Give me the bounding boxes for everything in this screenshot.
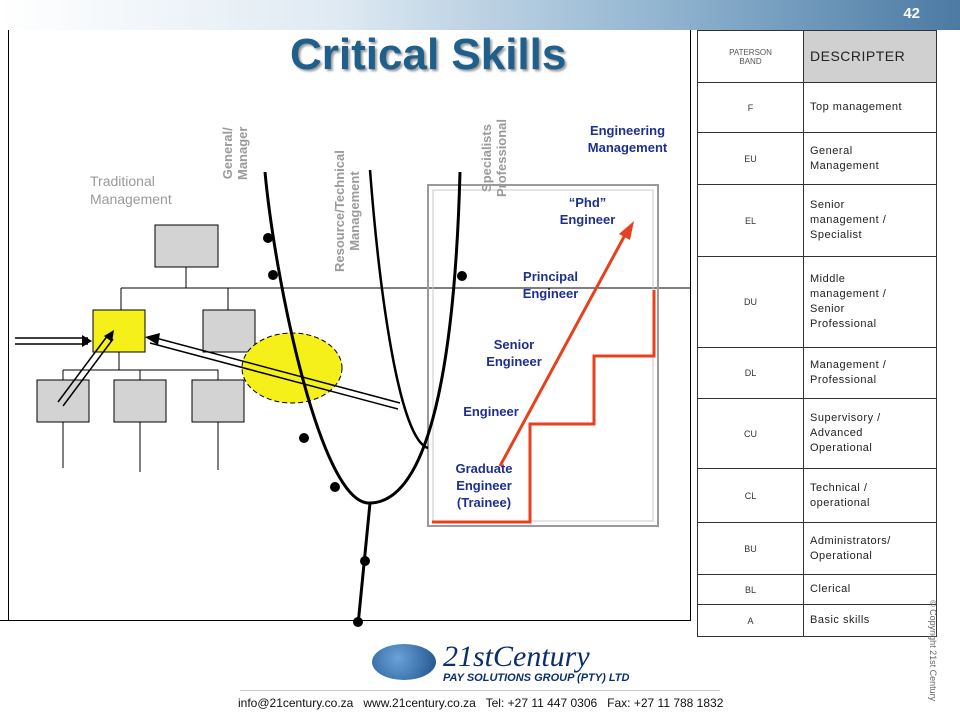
specialist-box — [427, 184, 659, 527]
step-phd-engineer: “Phd” Engineer — [559, 195, 616, 227]
top-banner — [0, 0, 960, 30]
org-box-bottom-1 — [36, 379, 90, 423]
globe-logo-icon — [372, 644, 436, 680]
table-row: EU General Management — [697, 132, 937, 185]
contact-details: info@21century.co.za www.21century.co.za… — [238, 696, 724, 710]
org-box-bottom-3 — [191, 379, 245, 423]
descripter-cell: Basic skills — [803, 604, 937, 637]
step-principal-engineer: Principal Engineer — [522, 269, 579, 301]
descripter-cell: Clerical — [803, 574, 937, 605]
band-cell: BL — [697, 574, 804, 605]
highlight-ellipse — [241, 332, 343, 404]
table-row: DL Management / Professional — [697, 347, 937, 399]
table-header-row: PATERSON BAND DESCRIPTER — [697, 30, 937, 83]
descripter-cell: Middle management / Senior Professional — [803, 256, 937, 348]
step-engineer: Engineer — [463, 404, 519, 419]
band-cell: A — [697, 604, 804, 637]
dual-career-curve — [263, 171, 462, 505]
footer-divider — [240, 690, 720, 691]
table-row: BL Clerical — [697, 574, 937, 605]
band-cell: CL — [697, 468, 804, 523]
slide-number: 42 — [903, 5, 920, 22]
company-logo-text: 21stCentury — [443, 640, 590, 673]
left-border — [0, 30, 9, 620]
diagram-frame — [0, 30, 691, 621]
org-box-mid — [202, 309, 256, 353]
descripter-cell: Administrators/ Operational — [803, 522, 937, 575]
page-title: Critical Skills — [290, 30, 567, 79]
technical-curve — [368, 169, 429, 450]
table-row: BU Administrators/ Operational — [697, 522, 937, 575]
band-cell: DL — [697, 347, 804, 399]
band-cell: CU — [697, 398, 804, 469]
copyright-note: © Copyright 21st Century — [928, 600, 938, 702]
table-row: CU Supervisory / Advanced Operational — [697, 398, 937, 469]
company-logo-subtitle: PAY SOLUTIONS GROUP (PTY) LTD — [443, 672, 630, 684]
band-cell: EU — [697, 132, 804, 185]
table-row: A Basic skills — [697, 604, 937, 637]
step-line — [432, 290, 656, 524]
general-manager-axis-label: General/ Manager — [220, 126, 250, 180]
progression-arrow — [498, 234, 627, 467]
career-path-diagram — [15, 169, 690, 627]
band-cell: F — [697, 82, 804, 133]
descripter-cell: Supervisory / Advanced Operational — [803, 398, 937, 469]
step-graduate-engineer: Graduate Engineer (Trainee) — [455, 461, 513, 510]
table-row: F Top management — [697, 82, 937, 133]
descripter-cell: Senior management / Specialist — [803, 184, 937, 257]
table-header-descripter: DESCRIPTER — [803, 30, 937, 83]
step-senior-engineer: Senior Engineer — [486, 337, 542, 369]
descripter-cell: General Management — [803, 132, 937, 185]
org-box-top — [154, 224, 219, 268]
band-cell: EL — [697, 184, 804, 257]
descripter-cell: Technical / operational — [803, 468, 937, 523]
table-row: EL Senior management / Specialist — [697, 184, 937, 257]
traditional-management-label: Traditional Management — [90, 173, 172, 207]
paterson-band-table: PATERSON BAND DESCRIPTER F Top managemen… — [697, 30, 937, 637]
table-header-band: PATERSON BAND — [697, 30, 804, 83]
specialists-axis-label: Specialists Professional — [479, 118, 509, 197]
band-cell: DU — [697, 256, 804, 348]
descripter-cell: Management / Professional — [803, 347, 937, 399]
resource-technical-axis-label: Resource/Technical Management — [332, 150, 362, 272]
step-engineering-management: Engineering Management — [587, 123, 668, 155]
table-row: DU Middle management / Senior Profession… — [697, 256, 937, 348]
descripter-cell: Top management — [803, 82, 937, 133]
org-box-bottom-2 — [113, 379, 167, 423]
org-box-highlight — [92, 309, 146, 353]
table-row: CL Technical / operational — [697, 468, 937, 523]
band-cell: BU — [697, 522, 804, 575]
